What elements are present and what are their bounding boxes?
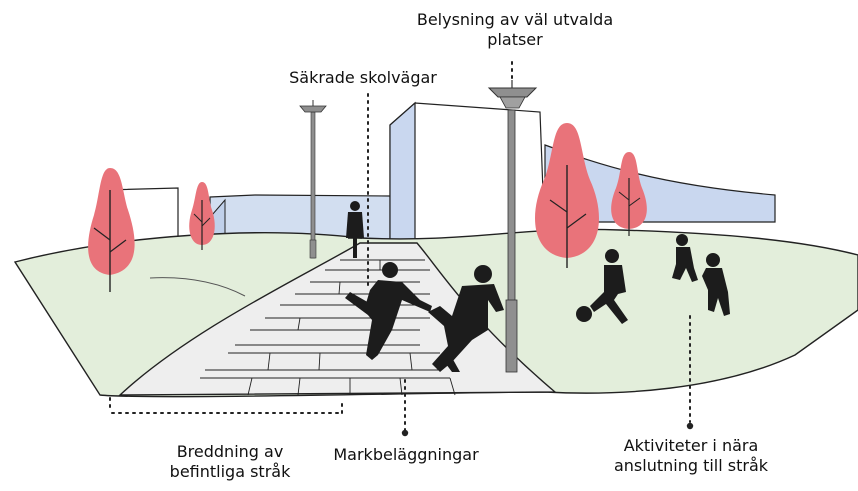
label-widening-line1: Breddning av: [176, 442, 284, 461]
tree-right-small: [611, 152, 647, 236]
street-lamp-left: [299, 100, 327, 259]
people-running-silhouettes: [345, 262, 504, 372]
label-activities-line1: Aktiviteter i nära: [623, 436, 759, 455]
building-tall-side: [389, 101, 416, 246]
label-paving: Markbeläggningar: [316, 445, 496, 465]
tree-left-small: [189, 182, 215, 250]
label-lighting: Belysning av väl utvalda platser: [380, 10, 650, 50]
label-activities: Aktiviteter i nära anslutning till stråk: [586, 436, 796, 476]
label-school-routes: Säkrade skolvägar: [268, 68, 458, 88]
label-school-routes-text: Säkrade skolvägar: [289, 68, 437, 87]
label-paving-text: Markbeläggningar: [333, 445, 479, 464]
label-lighting-line1: Belysning av väl utvalda: [416, 10, 614, 29]
tree-right-large: [535, 123, 599, 268]
leader-lines: [109, 61, 691, 431]
ground-contour: [149, 277, 246, 297]
leader-activities-dot: [686, 422, 694, 430]
label-activities-line2: anslutning till stråk: [613, 456, 769, 475]
children-playing-silhouettes: [576, 234, 730, 324]
cyclist-silhouette: [346, 201, 364, 258]
label-lighting-line2: platser: [487, 30, 543, 49]
street-lamp-right: [487, 80, 538, 373]
leader-paving-dot: [401, 429, 409, 437]
ball: [576, 306, 592, 322]
tree-left-large: [88, 168, 135, 292]
label-widening-line2: befintliga stråk: [169, 462, 291, 481]
label-widening: Breddning av befintliga stråk: [130, 442, 330, 482]
